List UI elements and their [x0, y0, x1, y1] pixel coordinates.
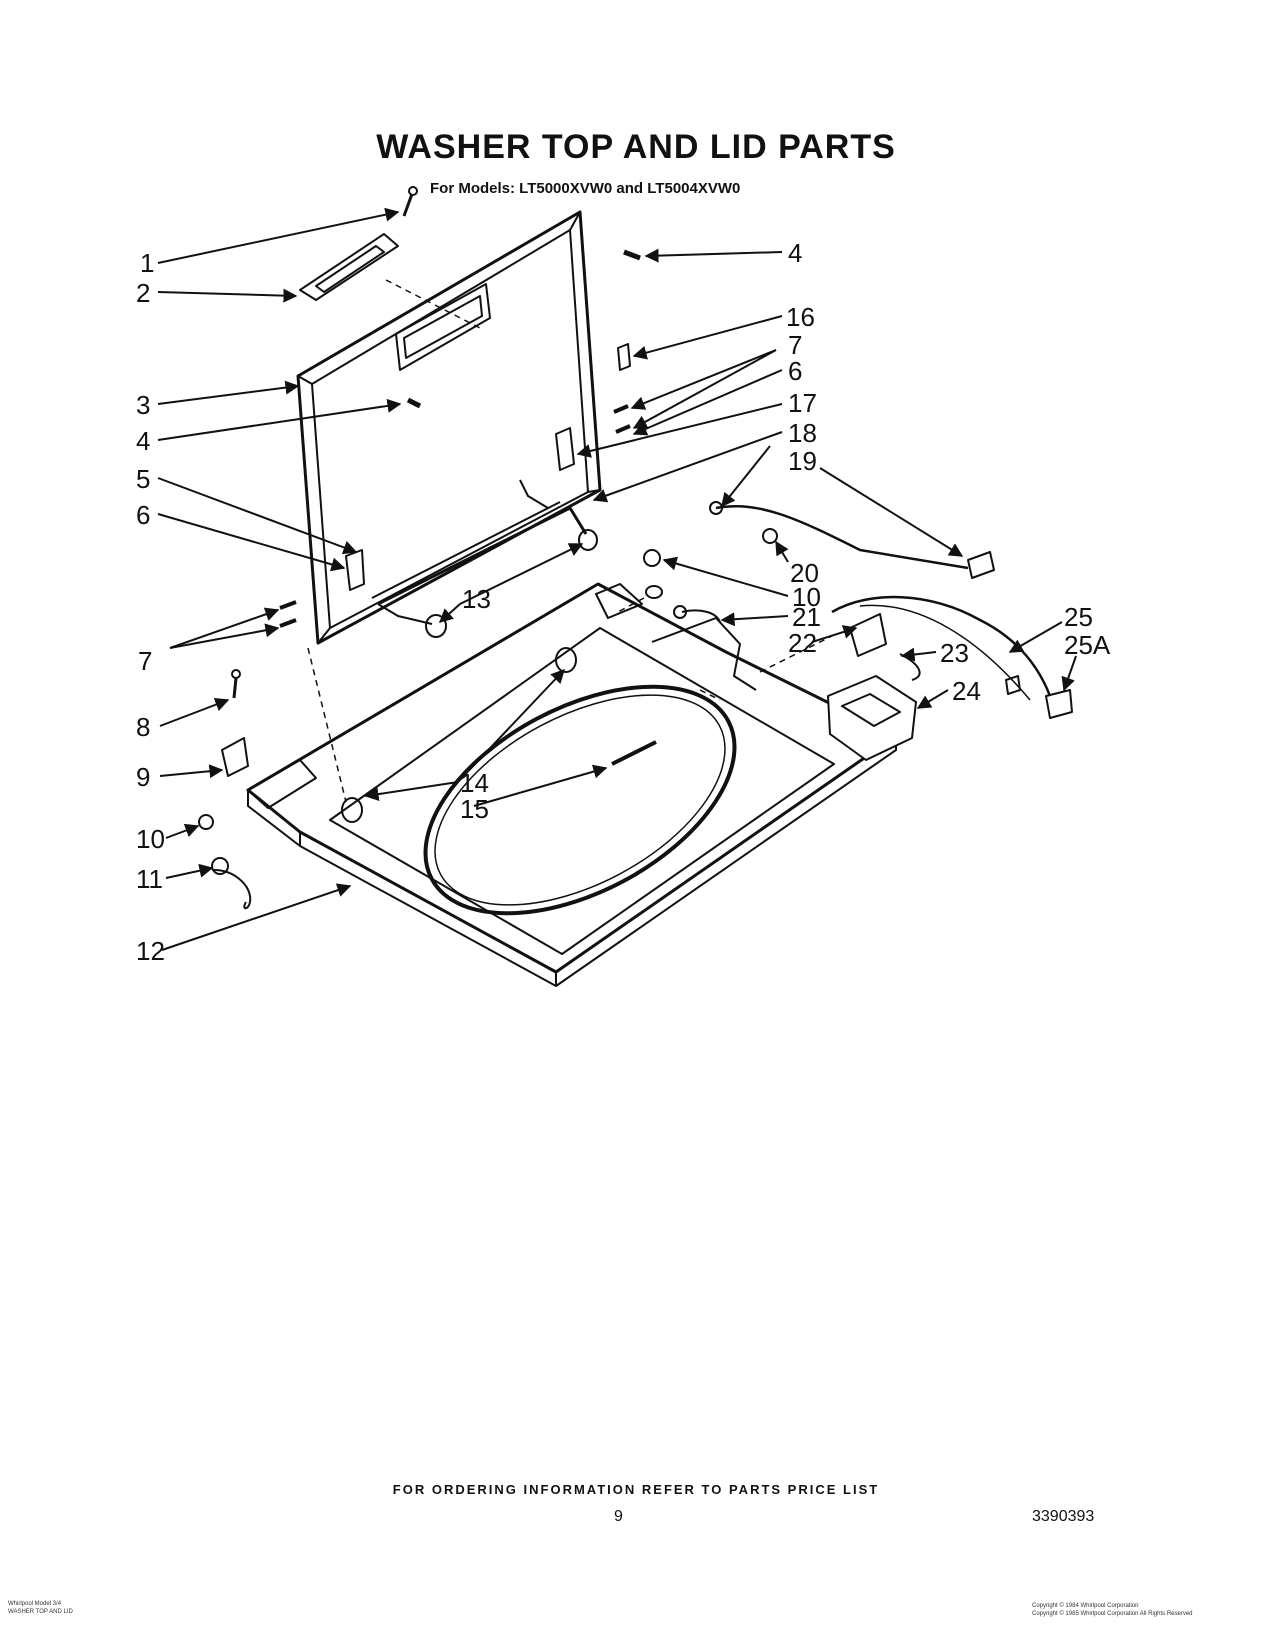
bracket-screw: [232, 677, 238, 699]
callout-17: 17: [788, 388, 817, 418]
model-subtitle: For Models: LT5000XVW0 and LT5004XVW0: [430, 180, 741, 197]
callout-4-left: 4: [136, 426, 150, 456]
callout-6-right: 6: [788, 356, 802, 386]
tub-ring: [423, 684, 737, 916]
callout-6-left: 6: [136, 500, 150, 530]
callout-18: 18: [788, 418, 817, 448]
callout-3: 3: [136, 390, 150, 420]
callout-2: 2: [136, 278, 150, 308]
callout-15: 15: [460, 794, 489, 824]
callout-7-left: 7: [138, 646, 152, 676]
callout-14: 14: [460, 768, 489, 798]
callout-8: 8: [136, 712, 150, 742]
copyright-line1: Copyright © 1984 Whirlpool Corporation: [1032, 1603, 1139, 1609]
callout-25: 25: [1064, 602, 1093, 632]
callout-22: 22: [788, 628, 817, 658]
mounting-screw: [611, 740, 657, 766]
fine-print-left: Whirlpool Model 3/4 WASHER TOP AND LID: [8, 1600, 73, 1616]
lid-handle: [299, 233, 399, 301]
callout-10-left: 10: [136, 824, 165, 854]
document-number: 3390393: [1032, 1508, 1095, 1525]
lid-bumper-right: [578, 529, 598, 551]
callout-1: 1: [140, 248, 154, 278]
knob-right: [643, 549, 661, 567]
copyright-notice: Copyright © 1984 Whirlpool Corporation C…: [1032, 1602, 1193, 1618]
spring-left: [213, 869, 252, 910]
lid-hinge-rod: [371, 479, 588, 625]
harness-connector: [967, 551, 995, 579]
callout-19: 19: [788, 446, 817, 476]
fine-print-left-line1: Whirlpool Model 3/4: [8, 1601, 62, 1607]
callout-12: 12: [136, 936, 165, 966]
lid-switch-bracket: [221, 737, 249, 777]
callout-16: 16: [786, 302, 815, 332]
hinge-bracket-left: [345, 549, 365, 591]
fine-print-left-line2: WASHER TOP AND LID: [8, 1609, 73, 1615]
lid-screw-left: [406, 397, 422, 409]
callout-20: 20: [790, 558, 819, 588]
lid-clip: [617, 343, 631, 371]
callout-13: 13: [462, 584, 491, 614]
ordering-note: FOR ORDERING INFORMATION REFER TO PARTS …: [392, 1482, 880, 1497]
callout-25a: 25A: [1064, 630, 1111, 660]
switch-cover: [827, 675, 917, 761]
callout-4-right: 4: [788, 238, 802, 268]
hinge-bumper-left: [341, 797, 363, 823]
callout-11: 11: [136, 864, 163, 894]
lid-switch: [849, 613, 887, 657]
assembly-guide-lines: [307, 279, 833, 803]
callout-9: 9: [136, 762, 150, 792]
handle-screw: [402, 193, 414, 217]
page-title: WASHER TOP AND LID PARTS: [376, 128, 896, 166]
callout-5: 5: [136, 464, 150, 494]
callout-24: 24: [952, 676, 981, 706]
spring-right: [681, 609, 721, 623]
callout-7-right: 7: [788, 330, 802, 360]
lid-bumper-left: [425, 614, 447, 638]
harness-plug: [1045, 689, 1073, 719]
hinge-bracket-right: [555, 427, 575, 471]
copyright-line2: Copyright © 1985 Whirlpool Corporation A…: [1032, 1611, 1193, 1617]
callout-21: 21: [792, 602, 821, 632]
knob-left: [198, 814, 214, 830]
leader-lines: [157, 207, 1077, 951]
page-number: 9: [614, 1508, 623, 1525]
lid-screw-upper: [623, 249, 641, 261]
hinge-bumper-right: [555, 647, 577, 673]
callout-23: 23: [940, 638, 969, 668]
callout-10-right: 10: [792, 582, 821, 612]
callout-labels: 1 2 3 4 4 5 6 6 7 7 8 9 10 10 11 12 13 1…: [136, 238, 1111, 966]
